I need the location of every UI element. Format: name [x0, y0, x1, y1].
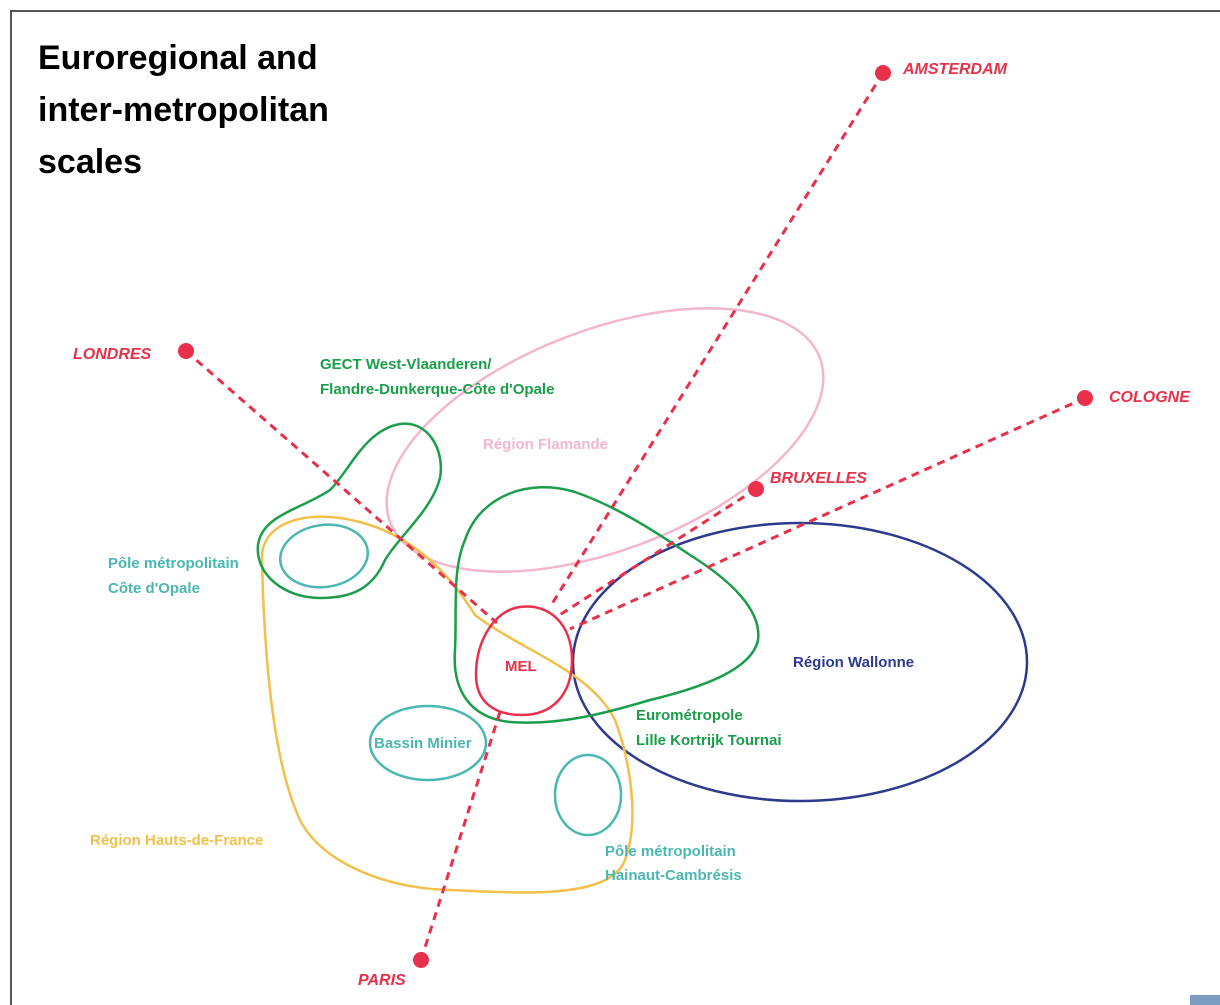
londres-label: LONDRES — [73, 346, 152, 363]
eurometropole-outline — [453, 485, 760, 724]
londres-dot — [178, 343, 194, 359]
region-flamande-outline — [385, 307, 825, 573]
title-line-3: scales — [38, 143, 142, 181]
pole-hainaut-label-line1: Pôle métropolitain — [605, 843, 736, 860]
eurometropole-label-line2: Lille Kortrijk Tournai — [636, 732, 782, 749]
gect-label-line1: GECT West-Vlaanderen/ — [320, 356, 492, 373]
pole-hainaut-label-line2: Hainaut-Cambrésis — [605, 867, 742, 884]
line-amsterdam — [548, 72, 885, 608]
pole-cote-opale-label-line2: Côte d'Opale — [108, 580, 200, 597]
diagram-frame — [10, 10, 1220, 1005]
line-bruxelles — [557, 487, 757, 618]
title-line-1: Euroregional and — [38, 39, 318, 77]
gect-outline — [256, 422, 443, 600]
cologne-dot — [1077, 390, 1093, 406]
corner-tab — [1190, 995, 1220, 1005]
line-cologne — [569, 396, 1086, 631]
amsterdam-label: AMSTERDAM — [902, 61, 1008, 78]
title-line-2: inter-metropolitan — [38, 91, 329, 129]
paris-dot — [413, 952, 429, 968]
gect-label-line2: Flandre-Dunkerque-Côte d'Opale — [320, 381, 554, 398]
region-hauts-de-france-outline — [260, 515, 634, 894]
eurometropole-label-line1: Eurométropole — [636, 707, 743, 724]
amsterdam-dot — [875, 65, 891, 81]
bruxelles-label: BRUXELLES — [770, 470, 867, 487]
pole-cote-opale-outline — [278, 523, 370, 589]
bassin-minier-outline — [368, 704, 488, 782]
pole-cote-opale-label-line1: Pôle métropolitain — [108, 555, 239, 572]
region-wallonne-label: Région Wallonne — [793, 654, 914, 671]
mel-outline — [474, 605, 574, 717]
region-flamande-label: Région Flamande — [483, 436, 608, 453]
cologne-label: COLOGNE — [1109, 389, 1191, 406]
line-paris — [419, 711, 502, 961]
pole-hainaut-cambresis-outline — [553, 753, 623, 837]
bruxelles-dot — [748, 481, 764, 497]
region-hdf-label: Région Hauts-de-France — [90, 832, 263, 849]
paris-label: PARIS — [358, 972, 406, 989]
mel-label: MEL — [505, 658, 537, 675]
bassin-minier-label: Bassin Minier — [374, 735, 472, 752]
diagram-title: Euroregional and inter-metropolitan scal… — [38, 32, 329, 188]
